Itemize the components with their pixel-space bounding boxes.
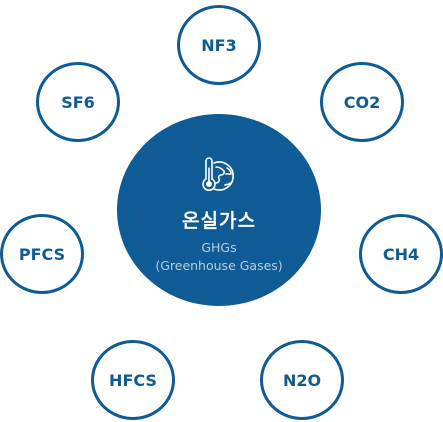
gas-ch4-circle: CH4	[359, 214, 443, 294]
gas-co2-circle: CO2	[320, 62, 404, 142]
gas-sf6-label: SF6	[61, 92, 95, 112]
gas-hfcs-label: HFCS	[109, 370, 157, 390]
center-title: 온실가스	[182, 210, 256, 232]
gas-co2-label: CO2	[343, 92, 381, 112]
center-subtitle-full: (Greenhouse Gases)	[155, 258, 283, 273]
gas-hfcs-circle: HFCS	[91, 340, 175, 420]
gas-nf3-label: NF3	[201, 35, 237, 55]
gas-n2o-label: N2O	[282, 370, 322, 390]
gas-nf3-circle: NF3	[177, 5, 261, 85]
center-subtitle-abbr: GHGs	[201, 240, 237, 255]
gas-ch4-label: CH4	[382, 244, 420, 264]
gas-pfcs-label: PFCS	[18, 244, 66, 264]
gas-sf6-circle: SF6	[36, 62, 120, 142]
gas-n2o-circle: N2O	[260, 340, 344, 420]
thermometer-globe-icon	[202, 157, 234, 191]
gas-pfcs-circle: PFCS	[0, 214, 84, 294]
ghg-center-circle: 온실가스 GHGs (Greenhouse Gases)	[117, 114, 321, 306]
